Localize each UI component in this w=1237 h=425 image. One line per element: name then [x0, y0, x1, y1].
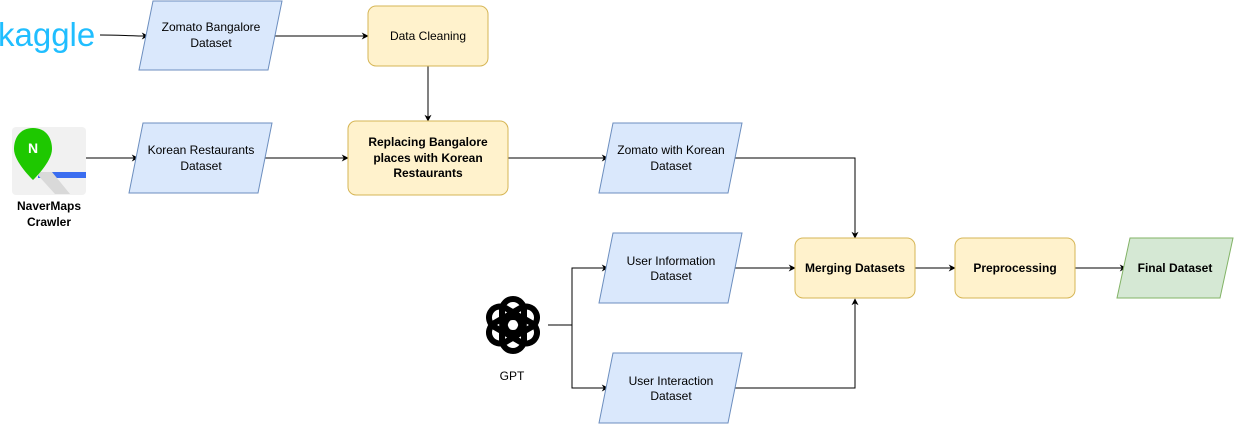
navermaps-label-line1: NaverMaps [17, 199, 81, 213]
node-merging-shape [794, 237, 916, 299]
node-user-interaction-shape [598, 352, 743, 424]
navermaps-pin-letter: N [28, 140, 38, 156]
node-zomato-bangalore-shape [138, 0, 283, 71]
node-user-interaction[interactable]: User Interaction Dataset [598, 352, 743, 424]
navermaps-label-line2: Crawler [27, 215, 71, 229]
node-user-information-shape [598, 232, 743, 304]
edge-kaggle-zomato [99, 32, 149, 40]
node-user-interaction-line2: Dataset [650, 389, 692, 403]
node-user-interaction-line1: User Interaction [629, 374, 714, 388]
node-zomato-korean-line1: Zomato with Korean [617, 143, 724, 157]
node-user-information-line1: User Information [627, 254, 716, 268]
edge-zomatokorean-merging [734, 157, 859, 239]
navermaps-icon: N [12, 127, 86, 195]
node-zomato-korean-line2: Dataset [650, 159, 692, 173]
node-preprocessing-label: Preprocessing [973, 261, 1056, 275]
edge-gpt-userinfo [548, 264, 609, 326]
node-replacing-line1: Replacing Bangalore [368, 135, 488, 149]
node-user-information[interactable]: User Information Dataset [598, 232, 743, 304]
openai-icon [486, 296, 540, 354]
node-replacing-shape [347, 120, 509, 196]
node-merging-label: Merging Datasets [805, 261, 905, 275]
gpt-source: GPT [486, 296, 540, 383]
node-merging[interactable]: Merging Datasets [794, 237, 916, 299]
node-replacing-line2: places with Korean [373, 151, 482, 165]
kaggle-logo-text: kaggle [0, 16, 95, 53]
kaggle-logo: kaggle [0, 16, 95, 53]
node-user-information-line2: Dataset [650, 269, 692, 283]
node-replacing[interactable]: Replacing Bangalore places with Korean R… [347, 120, 509, 196]
edge-gpt-userinter [571, 325, 609, 392]
node-korean-restaurants[interactable]: Korean Restaurants Dataset [128, 122, 273, 194]
node-preprocessing[interactable]: Preprocessing [954, 237, 1076, 299]
gpt-label: GPT [500, 369, 525, 383]
node-final-dataset-label: Final Dataset [1138, 261, 1213, 275]
node-zomato-korean[interactable]: Zomato with Korean Dataset [598, 122, 743, 194]
node-zomato-bangalore-line1: Zomato Bangalore [162, 20, 261, 34]
node-final-dataset-shape [1116, 237, 1234, 299]
node-final-dataset[interactable]: Final Dataset [1116, 237, 1234, 299]
node-zomato-bangalore-line2: Dataset [190, 36, 232, 50]
node-data-cleaning-shape [367, 5, 489, 67]
node-korean-restaurants-line2: Dataset [180, 159, 222, 173]
node-korean-restaurants-shape [128, 122, 273, 194]
node-korean-restaurants-line1: Korean Restaurants [148, 143, 255, 157]
node-zomato-korean-shape [598, 122, 743, 194]
node-preprocessing-shape [954, 237, 1076, 299]
node-replacing-line3: Restaurants [393, 166, 463, 180]
node-data-cleaning[interactable]: Data Cleaning [367, 5, 489, 67]
node-zomato-bangalore[interactable]: Zomato Bangalore Dataset [138, 0, 283, 71]
edges [86, 32, 1127, 392]
edge-userinter-merging [734, 298, 859, 389]
navermaps-crawler: N NaverMaps Crawler [12, 127, 86, 229]
node-data-cleaning-label: Data Cleaning [390, 29, 466, 43]
